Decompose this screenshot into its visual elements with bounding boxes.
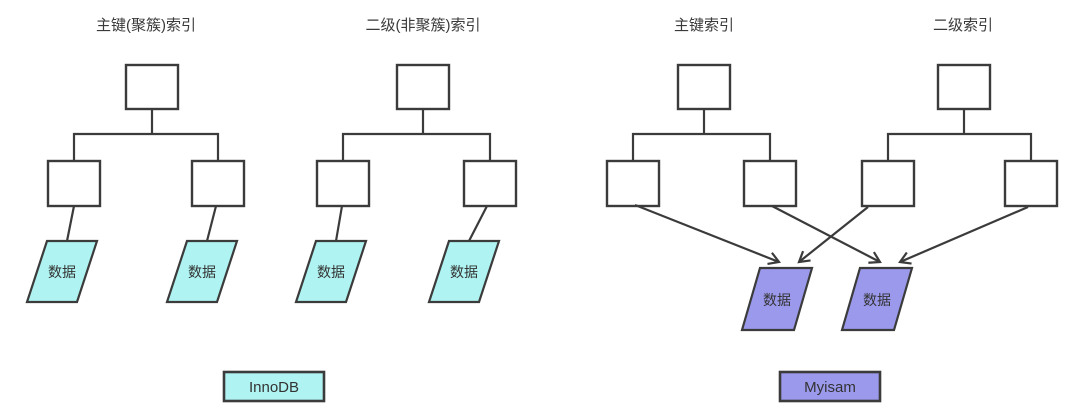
myisam-legend-box bbox=[778, 370, 882, 403]
data-parallelogram bbox=[840, 266, 914, 332]
innodb-clustered-tree: 数据 数据 bbox=[25, 63, 246, 304]
btree-leaf-node bbox=[315, 159, 371, 208]
data-label: 数据 bbox=[317, 264, 345, 280]
myisam-section: 主键索引 二级索引 数据 数据 Myisam bbox=[605, 17, 1059, 403]
innodb-legend-box bbox=[222, 370, 326, 403]
innodb-secondary-tree: 数据 数据 bbox=[294, 63, 518, 304]
data-pointer-arrow bbox=[634, 203, 781, 265]
btree-leaf-node bbox=[462, 159, 518, 208]
data-label: 数据 bbox=[188, 264, 216, 280]
myisam-secondary-tree bbox=[860, 63, 1059, 208]
btree-root-node bbox=[936, 63, 992, 111]
innodb-section: 主键(聚簇)索引 二级(非聚簇)索引 数据 数据 bbox=[25, 16, 518, 403]
tree-connector bbox=[886, 132, 1033, 161]
data-label: 数据 bbox=[863, 292, 891, 308]
leaf-to-data-connector bbox=[65, 205, 76, 242]
btree-root-node bbox=[395, 63, 451, 111]
data-pointer-arrow bbox=[771, 205, 882, 264]
btree-leaf-node bbox=[1003, 159, 1059, 208]
btree-leaf-node bbox=[46, 159, 102, 208]
tree-connector bbox=[631, 132, 772, 161]
innodb-legend-label: InnoDB bbox=[249, 379, 299, 396]
tree-connector bbox=[341, 132, 492, 161]
myisam-primary-index-title: 主键索引 bbox=[674, 17, 734, 34]
leaf-to-data-connector bbox=[334, 205, 344, 242]
myisam-secondary-index-title: 二级索引 bbox=[933, 17, 993, 34]
data-parallelogram bbox=[427, 239, 501, 304]
data-label: 数据 bbox=[763, 292, 791, 308]
data-parallelogram bbox=[294, 239, 368, 304]
data-label: 数据 bbox=[48, 264, 76, 280]
btree-leaf-node bbox=[605, 159, 661, 208]
btree-root-node bbox=[676, 63, 732, 111]
data-pointer-arrow bbox=[898, 205, 1029, 265]
data-pointer-arrow bbox=[797, 206, 869, 264]
btree-leaf-node bbox=[860, 159, 916, 208]
data-label: 数据 bbox=[450, 264, 478, 280]
tree-connector bbox=[72, 132, 220, 161]
btree-leaf-node bbox=[742, 159, 798, 208]
innodb-secondary-index-title: 二级(非聚簇)索引 bbox=[366, 16, 481, 34]
btree-leaf-node bbox=[190, 159, 246, 208]
leaf-to-data-connector bbox=[468, 205, 488, 242]
data-parallelogram bbox=[165, 239, 239, 304]
data-parallelogram bbox=[740, 266, 814, 332]
btree-root-node bbox=[124, 63, 180, 111]
myisam-primary-tree bbox=[605, 63, 798, 208]
myisam-legend-label: Myisam bbox=[804, 379, 856, 396]
data-parallelogram bbox=[25, 239, 99, 304]
leaf-to-data-connector bbox=[205, 205, 218, 242]
innodb-clustered-index-title: 主键(聚簇)索引 bbox=[96, 16, 196, 34]
